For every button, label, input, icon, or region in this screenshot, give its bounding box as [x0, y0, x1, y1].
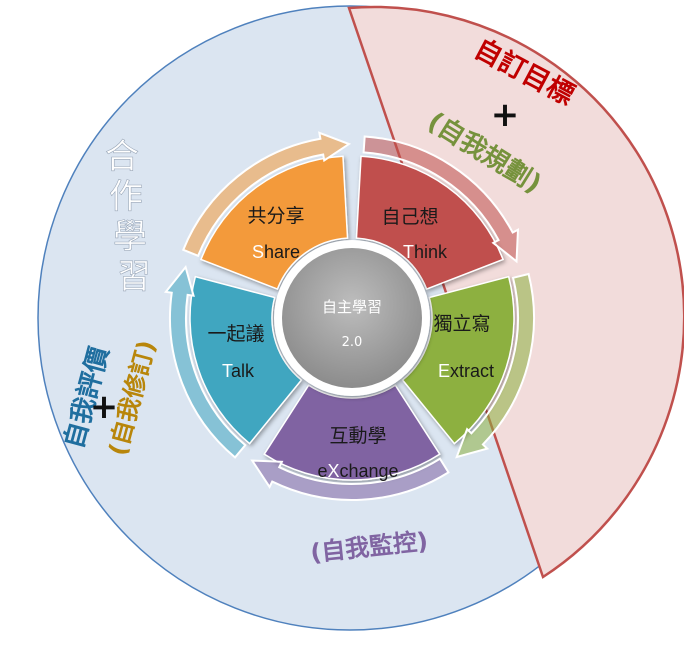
center-title: 自主學習: [322, 298, 382, 316]
talk-sub: Talk: [222, 361, 255, 381]
extract-title: 獨立寫: [433, 313, 490, 335]
exchange-title: 互動學: [329, 425, 386, 447]
arrow-think: [362, 135, 520, 264]
center-circle: [282, 248, 422, 388]
segment-exchange: [263, 384, 441, 481]
plus-icon-plan: +: [491, 95, 520, 135]
think-title: 自己想: [381, 206, 438, 228]
arrow-talk: [163, 264, 247, 459]
extract-sub: Extract: [438, 361, 494, 381]
think-sub: Think: [403, 242, 448, 262]
center-version: 2.0: [342, 335, 363, 350]
segment-think: [355, 155, 505, 291]
share-sub: Share: [252, 242, 300, 262]
arrows-group: [163, 131, 535, 501]
segment-share: [199, 155, 349, 291]
segment-extract-label: 獨立寫 Extract: [433, 313, 494, 381]
segment-talk: [189, 275, 303, 445]
segment-talk-label: 一起議 Talk: [207, 323, 264, 381]
arrow-share: [181, 131, 352, 258]
exchange-sub: eXchange: [317, 461, 398, 481]
plus-icon-eval: +: [90, 387, 119, 427]
coop-learning-label: 合作學習: [105, 137, 151, 297]
segment-exchange-label: 互動學 eXchange: [317, 425, 398, 481]
segment-share-label: 共分享 Share: [247, 205, 304, 262]
segment-think-label: 自己想 Think: [381, 206, 448, 262]
segments-group: [189, 155, 515, 481]
arrow-extract: [455, 272, 535, 459]
talk-title: 一起議: [207, 323, 264, 345]
segment-extract: [401, 275, 515, 445]
share-title: 共分享: [247, 205, 304, 227]
arrow-exchange: [250, 457, 450, 501]
